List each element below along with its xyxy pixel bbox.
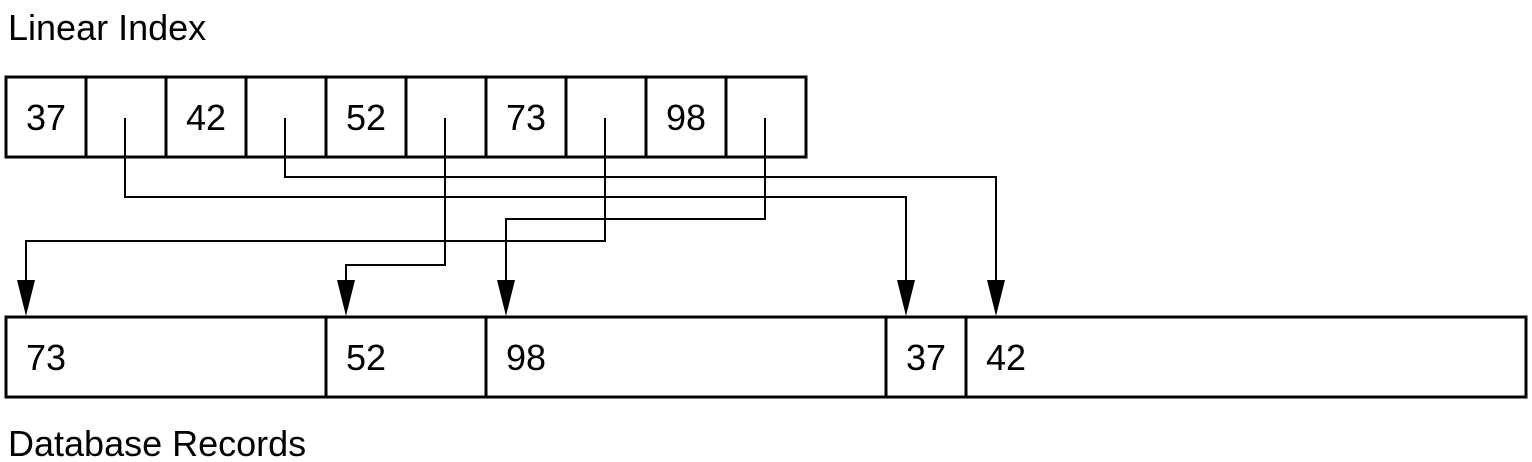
pointer-line (25, 118, 606, 280)
pointer-arrowhead (337, 280, 355, 316)
record-keys: 73 52 98 37 42 (26, 337, 1026, 378)
records-title: Database Records (8, 423, 306, 462)
pointer-arrowhead (897, 280, 915, 316)
index-keys: 37 42 52 73 98 (26, 97, 706, 138)
index-dividers (84, 77, 728, 157)
pointer-arrowhead (497, 280, 515, 316)
records-frame (4, 315, 1528, 399)
pointer-line (284, 118, 997, 280)
index-pointers (17, 118, 1005, 316)
record-key: 73 (26, 337, 66, 378)
index-key: 73 (506, 97, 546, 138)
record-dividers (324, 317, 968, 397)
database-records: 73 52 98 37 42 (4, 315, 1528, 399)
index-title: Linear Index (8, 7, 206, 48)
record-key: 37 (906, 337, 946, 378)
index-key: 98 (666, 97, 706, 138)
index-key: 37 (26, 97, 66, 138)
index-key: 52 (346, 97, 386, 138)
pointer-line (124, 118, 907, 280)
record-key: 98 (506, 337, 546, 378)
record-key: 42 (986, 337, 1026, 378)
pointer-line (505, 118, 766, 280)
linear-index: 37 42 52 73 98 (4, 75, 808, 159)
pointer-arrowhead (987, 280, 1005, 316)
index-key: 42 (186, 97, 226, 138)
pointer-line (345, 118, 446, 280)
pointer-arrowhead (17, 280, 35, 316)
record-key: 52 (346, 337, 386, 378)
